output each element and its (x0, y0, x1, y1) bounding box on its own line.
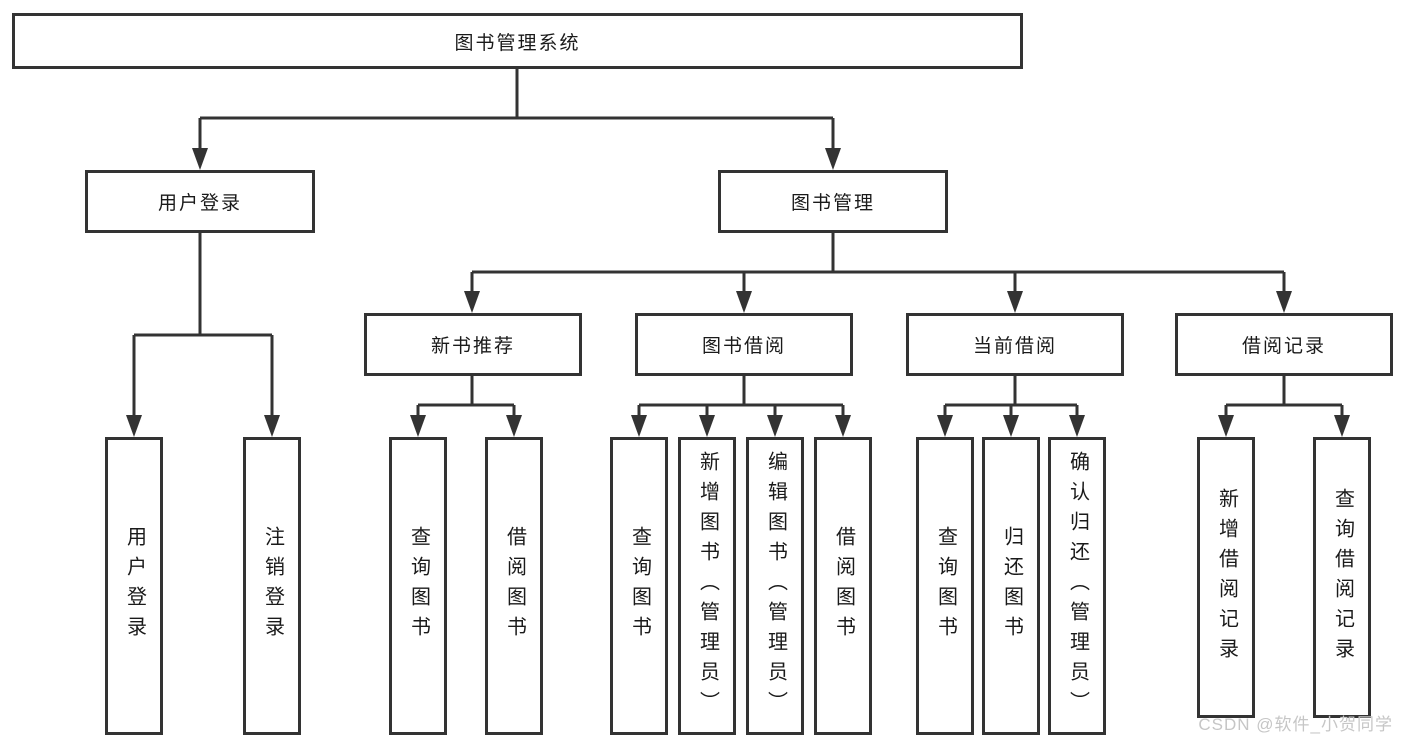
node-user-login: 用户登录 (85, 170, 315, 233)
leaf-add-book-admin: 新增图书（管理员） (678, 437, 736, 735)
node-label: 用户登录 (157, 193, 242, 214)
node-label: 图书管理 (790, 193, 875, 214)
leaf-label: 编辑图书（管理员） (764, 451, 787, 721)
leaf-query-books-recommend: 查询图书 (389, 437, 447, 735)
leaf-return-books: 归还图书 (982, 437, 1040, 735)
node-label: 图书管理系统 (454, 32, 581, 54)
leaf-add-borrow-record: 新增借阅记录 (1197, 437, 1255, 718)
leaf-logout: 注销登录 (243, 437, 301, 735)
leaf-label: 借阅图书 (503, 526, 526, 646)
node-borrowing-records: 借阅记录 (1175, 313, 1393, 376)
leaf-label: 注销登录 (261, 526, 284, 646)
leaf-query-borrow-record: 查询借阅记录 (1313, 437, 1371, 718)
leaf-user-login: 用户登录 (105, 437, 163, 735)
node-book-borrowing: 图书借阅 (635, 313, 853, 376)
leaf-label: 查询借阅记录 (1331, 487, 1354, 668)
leaf-label: 借阅图书 (832, 526, 855, 646)
leaf-confirm-return-admin: 确认归还（管理员） (1048, 437, 1106, 735)
csdn-watermark: CSDN @软件_小贺同学 (1198, 715, 1393, 734)
node-library-system: 图书管理系统 (12, 13, 1023, 69)
node-new-book-recommend: 新书推荐 (364, 313, 582, 376)
leaf-label: 查询图书 (628, 526, 651, 646)
leaf-query-books-current: 查询图书 (916, 437, 974, 735)
leaf-label: 用户登录 (123, 526, 146, 646)
leaf-borrow-books-recommend: 借阅图书 (485, 437, 543, 735)
leaf-query-books-borrow: 查询图书 (610, 437, 668, 735)
leaf-label: 确认归还（管理员） (1066, 451, 1089, 721)
node-book-management: 图书管理 (718, 170, 948, 233)
node-label: 借阅记录 (1241, 336, 1326, 357)
node-label: 图书借阅 (701, 336, 786, 357)
leaf-label: 新增借阅记录 (1215, 487, 1238, 668)
leaf-edit-book-admin: 编辑图书（管理员） (746, 437, 804, 735)
leaf-label: 查询图书 (934, 526, 957, 646)
leaf-borrow-books-borrow: 借阅图书 (814, 437, 872, 735)
node-label: 新书推荐 (430, 336, 515, 357)
leaf-label: 归还图书 (1000, 526, 1023, 646)
leaf-label: 查询图书 (407, 526, 430, 646)
node-label: 当前借阅 (972, 336, 1057, 357)
leaf-label: 新增图书（管理员） (696, 451, 719, 721)
node-current-borrowing: 当前借阅 (906, 313, 1124, 376)
